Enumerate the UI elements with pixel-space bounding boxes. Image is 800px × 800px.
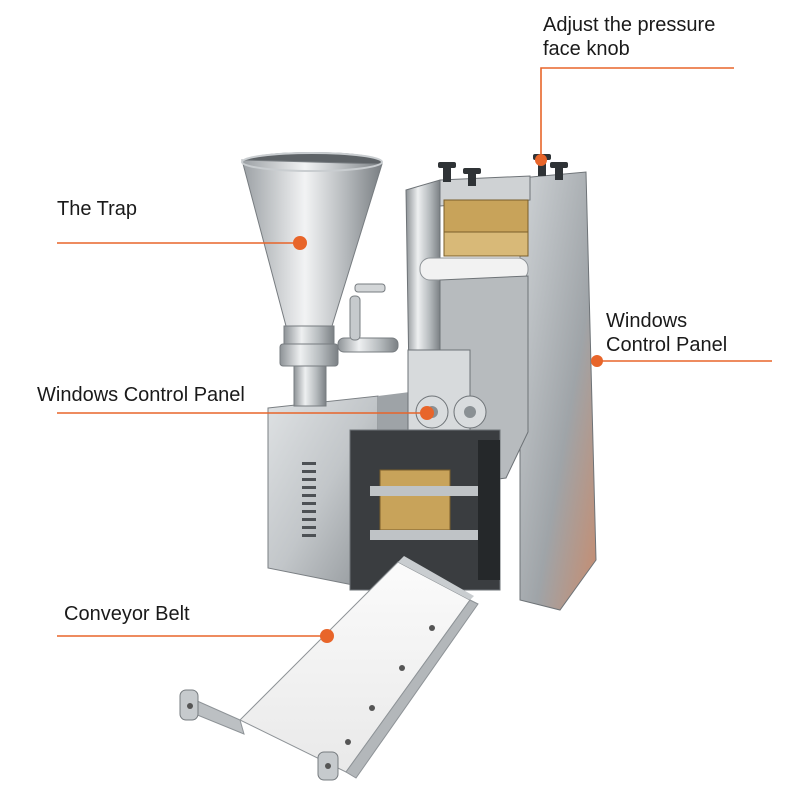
- dot-panel-right: [591, 355, 603, 367]
- callout-panel-right-line1: Windows: [606, 310, 688, 332]
- callout-trap: The Trap: [57, 198, 138, 220]
- callout-panel-right: Windows Control Panel: [606, 309, 727, 357]
- dot-pressure-knob: [535, 154, 547, 166]
- callout-pressure-knob-line2: face knob: [543, 38, 630, 60]
- callout-pressure-knob-line1: Adjust the pressure: [543, 14, 716, 36]
- callout-conveyor: Conveyor Belt: [64, 603, 190, 625]
- dot-conveyor: [320, 629, 334, 643]
- leader-pressure-knob: [540, 67, 734, 158]
- dot-panel-left: [420, 406, 434, 420]
- vent-slots: [302, 462, 316, 537]
- hopper: [241, 152, 399, 407]
- callout-panel-right-line2: Control Panel: [606, 334, 728, 356]
- callout-panel-left: Windows Control Panel: [37, 384, 245, 406]
- main-frame: [349, 154, 597, 611]
- callout-pressure-knob: Adjust the pressure face knob: [543, 13, 715, 61]
- dot-trap: [293, 236, 307, 250]
- conveyor-belt-graphic: [179, 556, 479, 781]
